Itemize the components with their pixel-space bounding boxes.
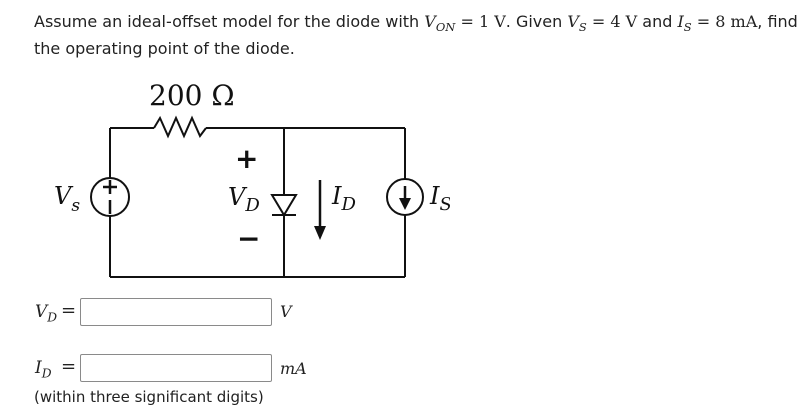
vd-minus: − <box>237 222 260 255</box>
circuit-diagram: 200 Ω Vs + VD − ID IS <box>54 79 450 278</box>
precision-note: (within three significant digits) <box>34 388 264 406</box>
is-subscript: S <box>683 20 692 35</box>
question-text-part: . Given <box>505 12 568 31</box>
resistor-icon <box>153 115 207 139</box>
question-text-part: and <box>637 12 678 31</box>
id-answer-label: ID <box>35 358 52 381</box>
is-value: = 8 mA <box>691 12 758 31</box>
von-subscript: ON <box>435 20 456 35</box>
question-text-part: , find the operating point of the diode. <box>34 12 798 58</box>
diode-icon <box>270 194 298 217</box>
vd-label: VD <box>228 183 260 216</box>
vs-value: = 4 V <box>586 12 638 31</box>
vd-unit: V <box>280 302 292 321</box>
resistor-label: 200 Ω <box>149 79 235 112</box>
id-answer-input[interactable] <box>80 354 272 382</box>
voltage-source-icon <box>90 177 130 217</box>
is-label: IS <box>429 182 450 215</box>
vd-answer-label: VD <box>35 302 58 325</box>
current-source-icon <box>386 178 424 216</box>
is-symbol: I <box>677 12 684 31</box>
id-unit: mA <box>280 359 307 378</box>
question-text: Assume an ideal-offset model for the dio… <box>34 8 804 62</box>
von-value: = 1 V <box>455 12 506 31</box>
current-arrow-icon <box>314 180 326 240</box>
question-text-part: Assume an ideal-offset model for the dio… <box>34 12 425 31</box>
vd-equals: = <box>61 300 77 321</box>
vd-plus: + <box>235 142 258 175</box>
id-label: ID <box>331 182 356 215</box>
id-equals: = <box>61 356 77 377</box>
von-symbol: V <box>424 12 436 31</box>
vs-symbol: V <box>567 12 579 31</box>
source-label: Vs <box>54 182 80 216</box>
vd-answer-input[interactable] <box>80 298 272 326</box>
vs-subscript: S <box>578 20 587 35</box>
